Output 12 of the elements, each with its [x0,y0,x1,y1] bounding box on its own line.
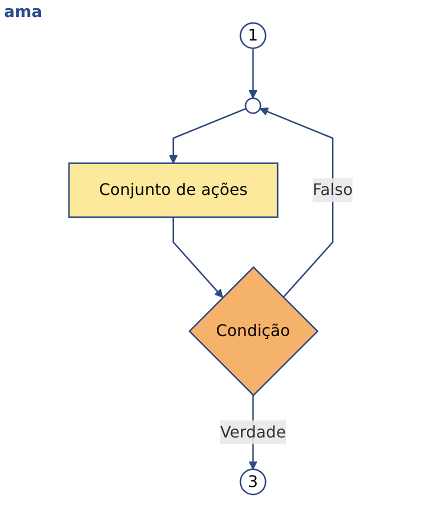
arrow [259,108,334,298]
node-circle: 3 [239,468,266,496]
edge-label: Verdade [220,422,286,442]
arrow [172,217,223,298]
node-circle [244,98,261,114]
node-diamond: Condição [188,266,318,397]
node-box: Conjunto de ações [68,162,278,218]
title: ama [4,2,42,21]
node-circle: 1 [239,22,266,50]
arrow [248,48,258,99]
arrow [168,108,246,164]
edge-label: Falso [312,180,352,200]
